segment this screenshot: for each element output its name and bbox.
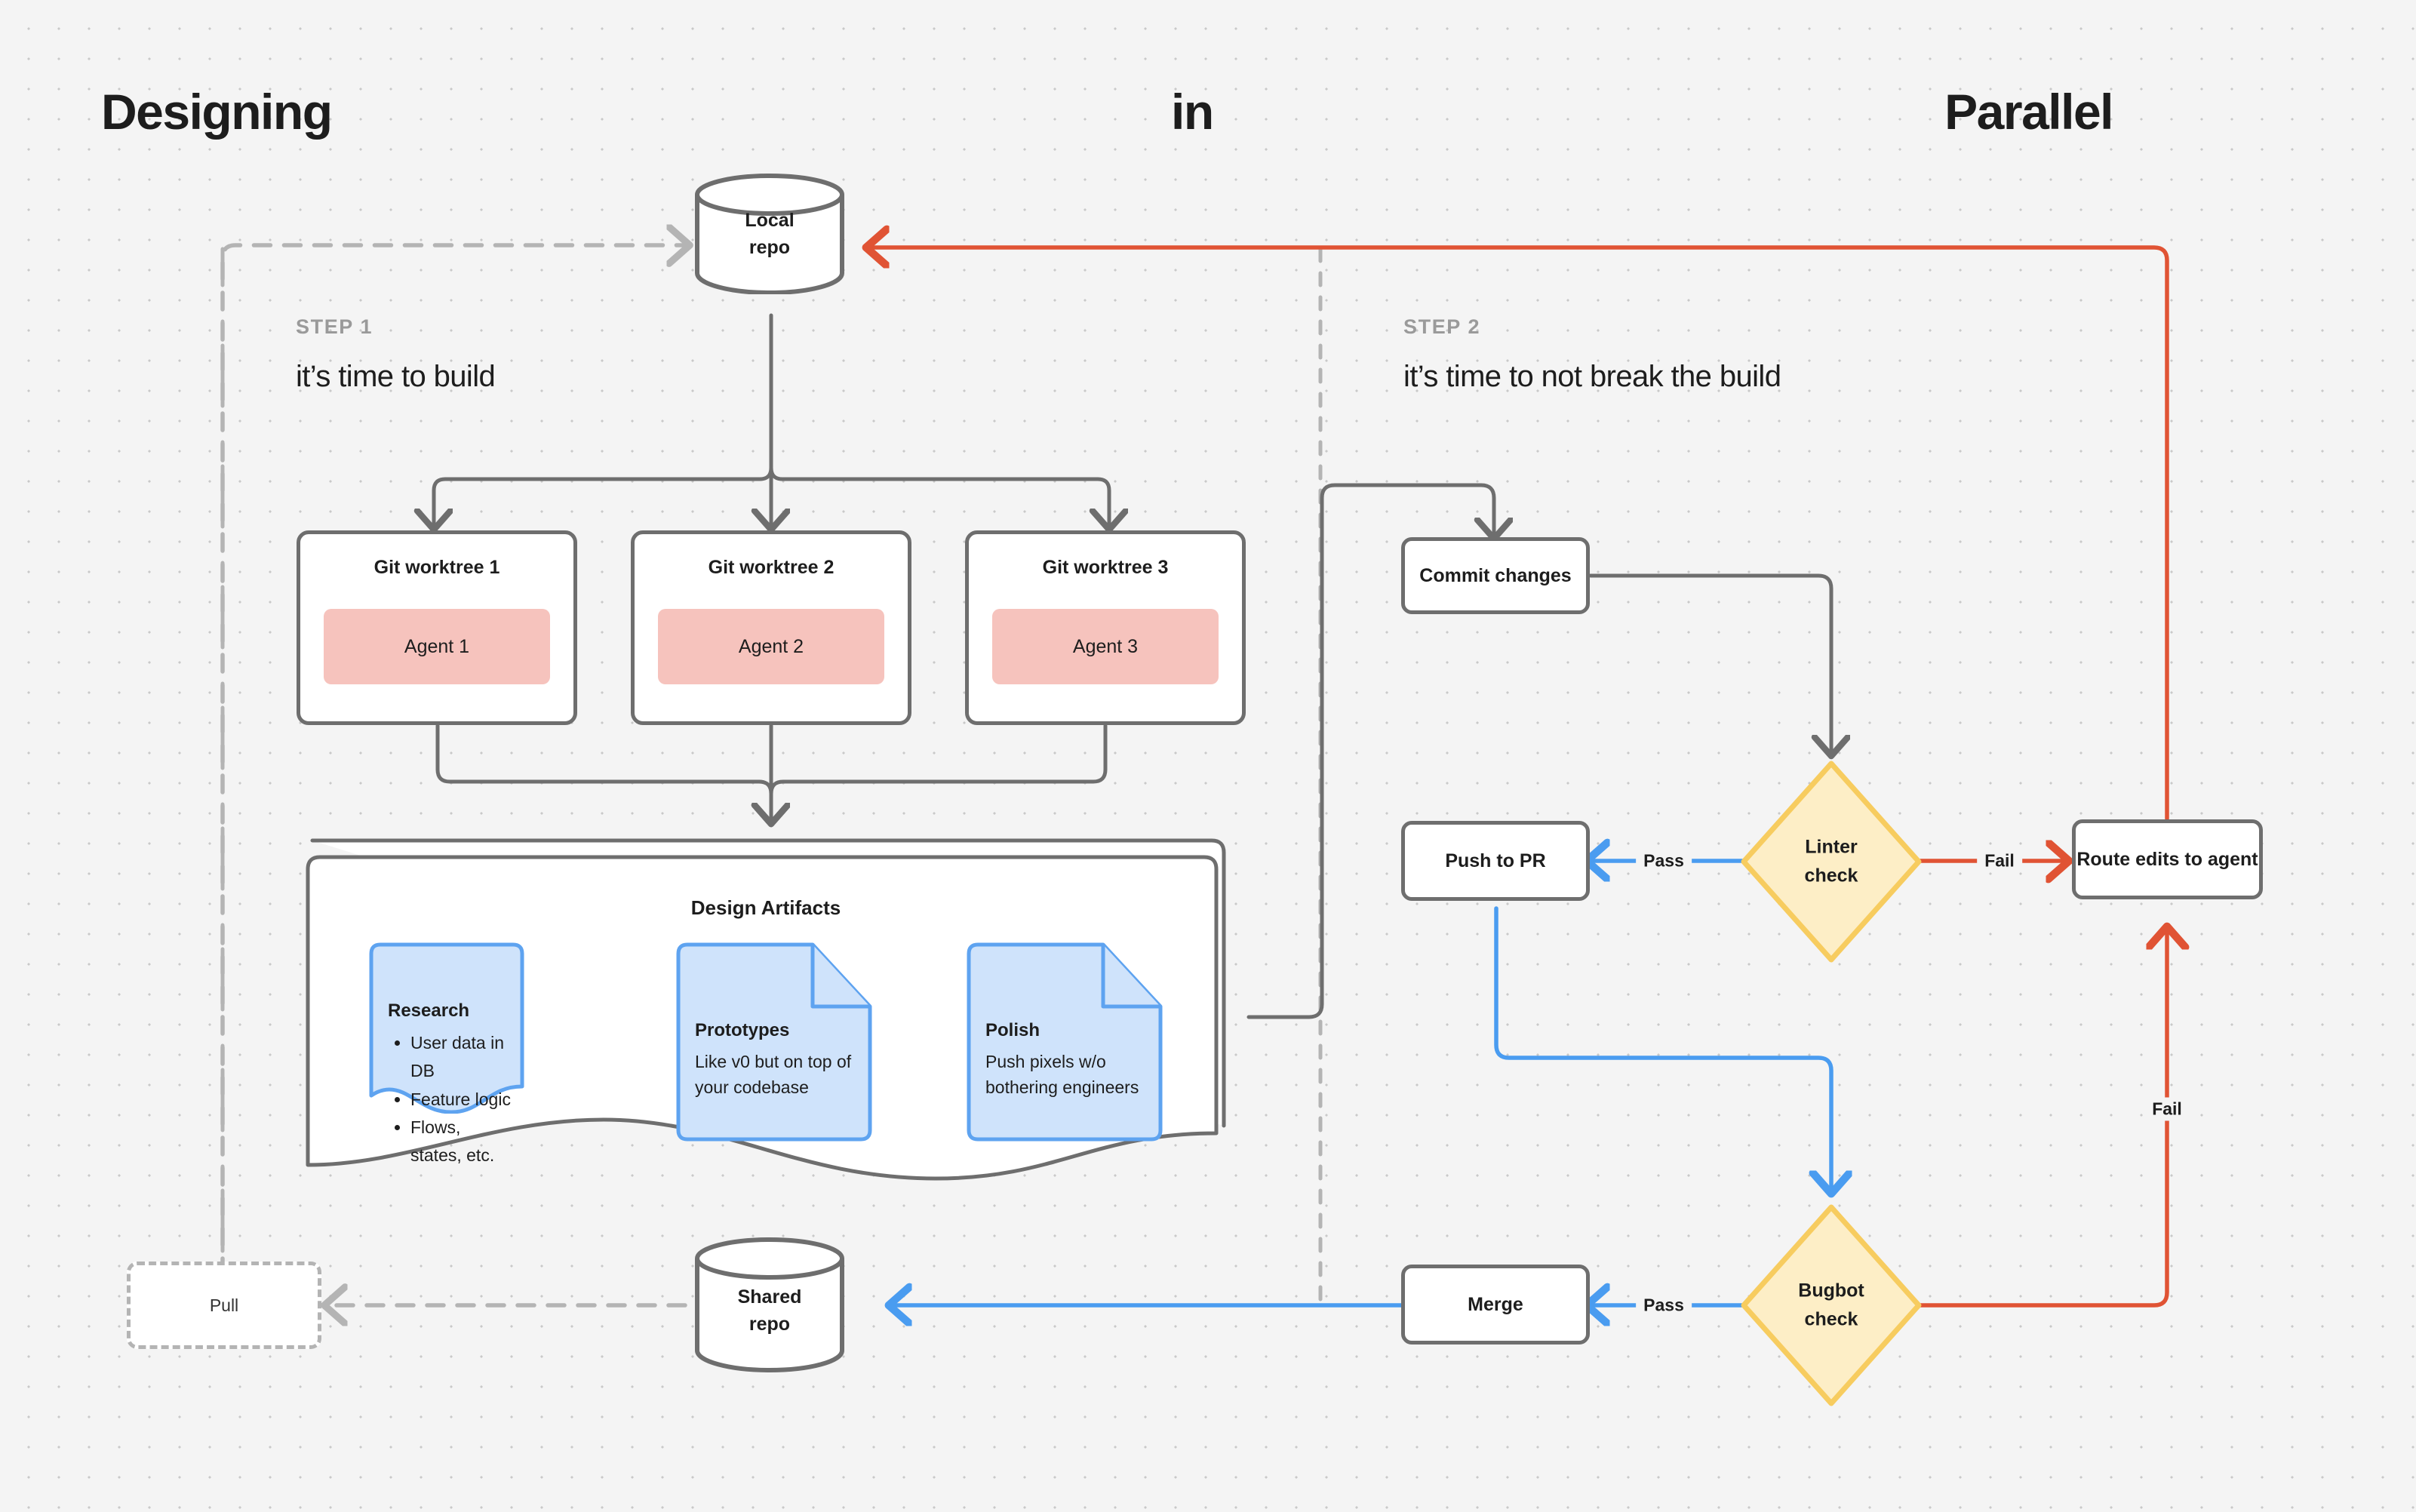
- polish-body: Push pixels w/o bothering engineers: [985, 1052, 1139, 1098]
- research-bullet-0: User data in DB: [410, 1029, 512, 1086]
- diamond-shape: [1741, 1204, 1922, 1406]
- step-2-kicker: STEP 2: [1403, 315, 1481, 338]
- edge-label-linter-pass: Pass: [1636, 849, 1692, 873]
- wire-worktrees-to-artifacts: [435, 724, 1108, 822]
- diamond-shape: [1741, 761, 1922, 963]
- git-worktree-1-label: Git worktree 1: [373, 557, 500, 578]
- agent-3-chip[interactable]: Agent 3: [992, 609, 1219, 684]
- wire-local-repo-to-worktrees: [434, 313, 1109, 528]
- artifact-card-polish-text: Polish Push pixels w/o bothering enginee…: [985, 1020, 1144, 1100]
- agent-2-chip[interactable]: Agent 2: [658, 609, 884, 684]
- push-to-pr-node[interactable]: Push to PR: [1401, 821, 1590, 901]
- cylinder-icon: [695, 174, 844, 295]
- edge-label-linter-fail: Fail: [1977, 849, 2022, 873]
- headline-word-designing: Designing: [101, 84, 333, 140]
- artifact-card-polish[interactable]: Polish Push pixels w/o bothering enginee…: [966, 942, 1163, 1142]
- artifact-card-research-text: Research User data in DB Feature logic F…: [388, 1000, 512, 1169]
- edge-label-bugbot-fail: Fail: [2144, 1097, 2190, 1121]
- prototypes-body: Like v0 but on top of your codebase: [695, 1052, 852, 1098]
- wire-bugbot-fail-to-route: [1918, 928, 2167, 1308]
- artifact-card-prototypes[interactable]: Prototypes Like v0 but on top of your co…: [675, 942, 873, 1142]
- git-worktree-3-card[interactable]: Git worktree 3 Agent 3: [965, 530, 1246, 725]
- git-worktree-2-label: Git worktree 2: [708, 557, 835, 578]
- commit-changes-node[interactable]: Commit changes: [1401, 537, 1590, 614]
- headline-word-in: in: [1171, 84, 1214, 140]
- route-edits-to-agent-node[interactable]: Route edits to agent: [2072, 819, 2263, 899]
- git-worktree-3-label: Git worktree 3: [1042, 557, 1169, 578]
- polish-heading: Polish: [985, 1020, 1040, 1040]
- prototypes-heading: Prototypes: [695, 1020, 790, 1040]
- artifact-card-research[interactable]: Research User data in DB Feature logic F…: [368, 942, 525, 1165]
- document-folded-icon: [676, 942, 872, 1142]
- cylinder-icon: [695, 1237, 844, 1372]
- document-wavy-icon: [369, 942, 524, 1114]
- agent-1-chip[interactable]: Agent 1: [324, 609, 550, 684]
- artifact-card-prototypes-text: Prototypes Like v0 but on top of your co…: [695, 1020, 853, 1100]
- pull-node[interactable]: Pull: [127, 1262, 321, 1349]
- step-1-title: it’s time to build: [296, 360, 496, 393]
- wire-commit-to-linter: [1588, 573, 1831, 754]
- research-bullet-1: Feature logic: [410, 1086, 512, 1114]
- step-1-kicker: STEP 1: [296, 315, 373, 338]
- document-folded-icon: [967, 942, 1163, 1142]
- step-2-title: it’s time to not break the build: [1403, 360, 1781, 393]
- git-worktree-1-card[interactable]: Git worktree 1 Agent 1: [297, 530, 577, 725]
- design-artifacts-title: Design Artifacts: [690, 896, 841, 919]
- research-bullets: User data in DB Feature logic Flows, sta…: [388, 1029, 512, 1169]
- research-bullet-2: Flows, states, etc.: [410, 1114, 512, 1170]
- edge-label-bugbot-pass: Pass: [1636, 1293, 1692, 1317]
- headline-word-parallel: Parallel: [1944, 84, 2113, 140]
- research-heading: Research: [388, 1000, 470, 1021]
- git-worktree-2-card[interactable]: Git worktree 2 Agent 2: [631, 530, 911, 725]
- merge-node[interactable]: Merge: [1401, 1265, 1590, 1345]
